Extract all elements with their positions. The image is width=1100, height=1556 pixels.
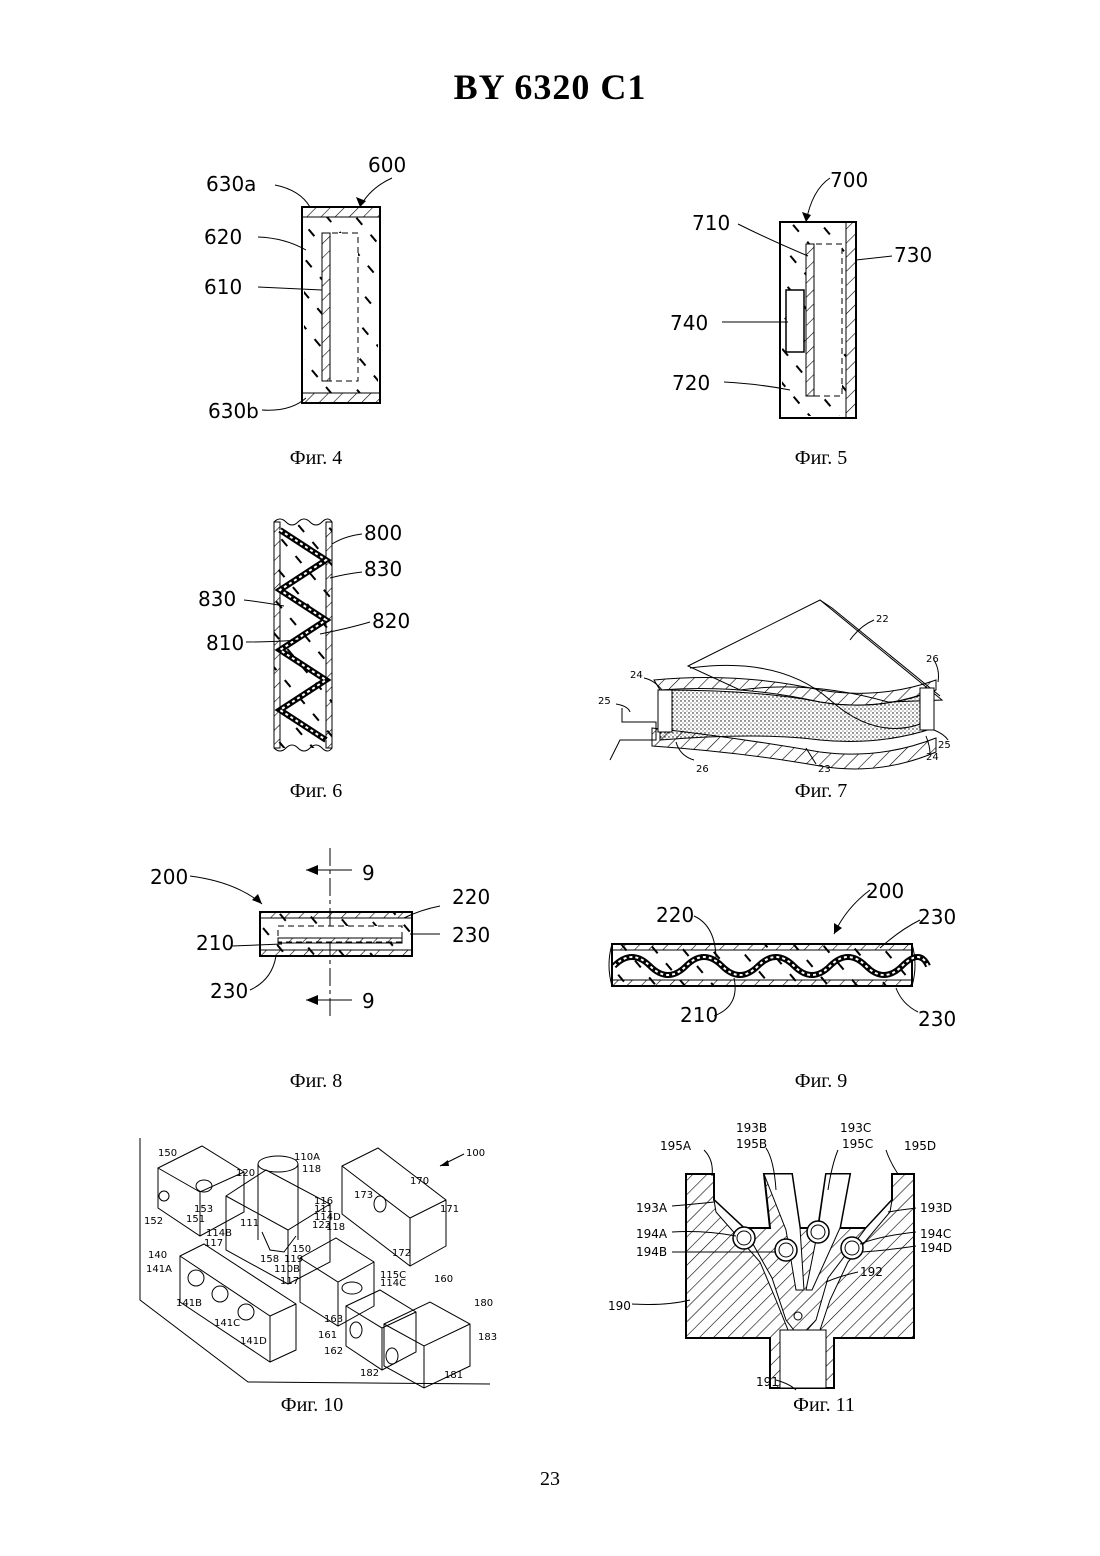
figure-10: [140, 1138, 490, 1388]
fig10-label: 181: [444, 1370, 463, 1381]
fig11-label: 195D: [904, 1139, 936, 1153]
fig8-label: 230: [452, 923, 490, 947]
fig4-label: 620: [204, 225, 242, 249]
fig5-label: 740: [670, 311, 708, 335]
fig7-label: 23: [818, 764, 831, 775]
fig10-label: 117: [204, 1238, 223, 1249]
fig10-label: 170: [410, 1176, 429, 1187]
fig6-label: 810: [206, 631, 244, 655]
fig11-label: 191: [756, 1375, 779, 1389]
fig9-label: 210: [680, 1003, 718, 1027]
fig4-caption: Фиг. 4: [246, 447, 386, 470]
fig10-label: 141B: [176, 1298, 202, 1309]
fig11-label: 195A: [660, 1139, 692, 1153]
fig6-label: 830: [198, 587, 236, 611]
fig10-label: 119: [284, 1254, 303, 1265]
fig10-label: 141D: [240, 1336, 267, 1347]
fig8-label: 230: [210, 979, 248, 1003]
fig10-label: 118: [302, 1164, 321, 1175]
fig10-label: 162: [324, 1346, 343, 1357]
fig11-label: 193A: [636, 1201, 668, 1215]
fig8-label: 210: [196, 931, 234, 955]
figure-7: [610, 600, 948, 769]
fig10-label: 152: [144, 1216, 163, 1227]
fig10-label: 110A: [294, 1152, 320, 1163]
fig8-section-label: 9: [362, 861, 375, 885]
fig5-label: 710: [692, 211, 730, 235]
fig10-label: 182: [360, 1368, 379, 1379]
fig10-label: 180: [474, 1298, 493, 1309]
fig11-label: 193C: [840, 1121, 871, 1135]
fig11-label: 195C: [842, 1137, 873, 1151]
fig10-label: 171: [440, 1204, 459, 1215]
fig10-label: 141A: [146, 1264, 172, 1275]
fig10-label: 150: [158, 1148, 177, 1159]
fig8-label: 220: [452, 885, 490, 909]
fig4-label: 630a: [206, 172, 256, 196]
fig6-label: 830: [364, 557, 402, 581]
fig10-label: 140: [148, 1250, 167, 1261]
fig11-label: 195B: [736, 1137, 767, 1151]
fig10-label: 172: [392, 1248, 411, 1259]
fig9-label: 230: [918, 1007, 956, 1031]
fig10-label: 173: [354, 1190, 373, 1201]
fig4-label: 630b: [208, 399, 259, 423]
fig4-label: 600: [368, 153, 406, 177]
fig7-label: 22: [876, 614, 889, 625]
fig7-label: 26: [696, 764, 709, 775]
fig6-label: 820: [372, 609, 410, 633]
fig11-label: 194A: [636, 1227, 668, 1241]
fig11-label: 193B: [736, 1121, 767, 1135]
fig9-label: 230: [918, 905, 956, 929]
fig10-label: 117: [280, 1276, 299, 1287]
fig11-label: 194B: [636, 1245, 667, 1259]
figure-6: [244, 519, 370, 751]
fig4-label: 610: [204, 275, 242, 299]
fig5-label: 700: [830, 168, 868, 192]
fig5-label: 730: [894, 243, 932, 267]
figure-5: [722, 178, 892, 418]
fig10-label: 100: [466, 1148, 485, 1159]
fig5-caption: Фиг. 5: [751, 447, 891, 470]
fig8-label: 200: [150, 865, 188, 889]
fig10-label: 110B: [274, 1264, 300, 1275]
fig11-label: 194C: [920, 1227, 951, 1241]
fig9-label: 220: [656, 903, 694, 927]
fig10-label: 163: [324, 1314, 343, 1325]
fig6-caption: Фиг. 6: [246, 780, 386, 803]
figure-4: [258, 178, 392, 410]
fig9-caption: Фиг. 9: [751, 1070, 891, 1093]
fig5-label: 720: [672, 371, 710, 395]
fig7-caption: Фиг. 7: [751, 780, 891, 803]
fig11-label: 193D: [920, 1201, 952, 1215]
page-number: 23: [0, 1468, 1100, 1491]
fig7-label: 25: [598, 696, 611, 707]
fig11-label: 190: [608, 1299, 631, 1313]
fig11-caption: Фиг. 11: [754, 1394, 894, 1417]
fig11-label: 192: [860, 1265, 883, 1279]
fig10-label: 183: [478, 1332, 497, 1343]
fig10-label: 160: [434, 1274, 453, 1285]
fig8-caption: Фиг. 8: [246, 1070, 386, 1093]
fig10-label: 120: [236, 1168, 255, 1179]
fig10-label: 161: [318, 1330, 337, 1341]
fig9-label: 200: [866, 879, 904, 903]
fig7-label: 24: [926, 752, 939, 763]
fig7-label: 24: [630, 670, 643, 681]
fig11-label: 194D: [920, 1241, 952, 1255]
fig10-label: 114C: [380, 1278, 406, 1289]
fig7-label: 26: [926, 654, 939, 665]
fig10-label: 118: [326, 1222, 345, 1233]
fig10-label: 111: [240, 1218, 259, 1229]
fig7-label: 25: [938, 740, 951, 751]
fig8-section-label: 9: [362, 989, 375, 1013]
fig6-label: 800: [364, 521, 402, 545]
fig10-label: 151: [186, 1214, 205, 1225]
fig10-label: 141C: [214, 1318, 240, 1329]
fig10-caption: Фиг. 10: [242, 1394, 382, 1417]
